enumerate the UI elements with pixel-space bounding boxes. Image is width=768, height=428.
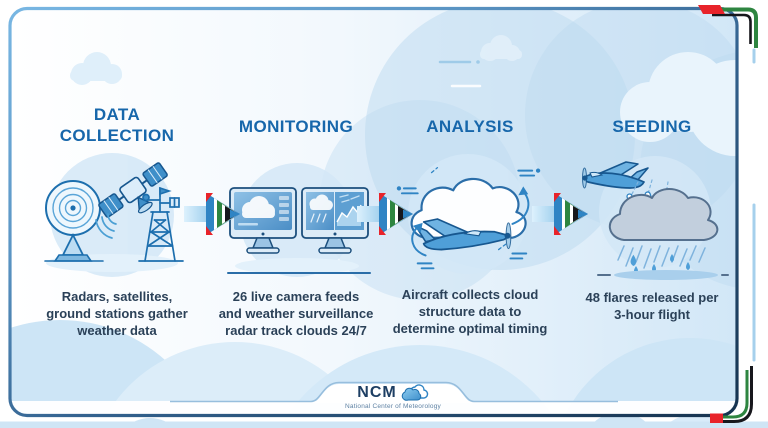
step-title-data-collection: DATA COLLECTION: [59, 105, 175, 146]
monitor-left: [229, 187, 297, 254]
seeding-plane-rain-cloud-icon: [582, 161, 729, 280]
ncm-logo-text: NCM: [357, 383, 397, 401]
seeding-plane-icon: [582, 161, 649, 189]
dual-monitors-icon: [227, 187, 371, 274]
satellite-icon: [98, 162, 168, 218]
rain-icon: [617, 245, 706, 274]
small-cloud-mid-top: [480, 35, 522, 61]
weather-tower-icon: [138, 186, 184, 262]
step-title-analysis: ANALYSIS: [426, 117, 514, 136]
uae-arrow-1: [184, 193, 240, 235]
data-dashes: [396, 167, 541, 270]
big-white-cloud: [620, 52, 736, 156]
ncm-logo-tagline: National Center of Meteorology: [345, 403, 441, 410]
step-caption-analysis: Aircraft collects cloud structure data t…: [392, 287, 548, 337]
wind-dashes: [438, 60, 482, 88]
step-title-monitoring: MONITORING: [238, 117, 354, 136]
uae-corner-top-right: [698, 5, 758, 48]
ncm-logo: NCM National Center of Meteorology: [331, 383, 455, 413]
aircraft-cloud-analysis-icon: [396, 167, 541, 270]
rain-cloud-icon: [609, 188, 719, 241]
radar-icon: [44, 180, 104, 262]
step-caption-monitoring: 26 live camera feeds and weather surveil…: [218, 289, 374, 339]
radar-satellite-weather-station-icon: [44, 162, 184, 262]
ncm-cloud-icon: [401, 384, 428, 401]
step-caption-seeding: 48 flares released per 3-hour flight: [585, 290, 719, 323]
step-title-seeding: SEEDING: [612, 117, 692, 136]
uae-arrow-2: [357, 193, 413, 235]
uae-arrow-3: [532, 193, 588, 235]
uae-corner-bottom-right: [710, 366, 753, 423]
puddle-icon: [597, 270, 729, 280]
step-caption-data-collection: Radars, satellites, ground stations gath…: [46, 289, 188, 339]
arrowheads: [412, 186, 529, 233]
logo-tab: [170, 381, 618, 403]
frame-border: [8, 6, 739, 418]
small-cloud-top-left: [70, 52, 122, 85]
signal-waves-icon: [95, 213, 117, 239]
